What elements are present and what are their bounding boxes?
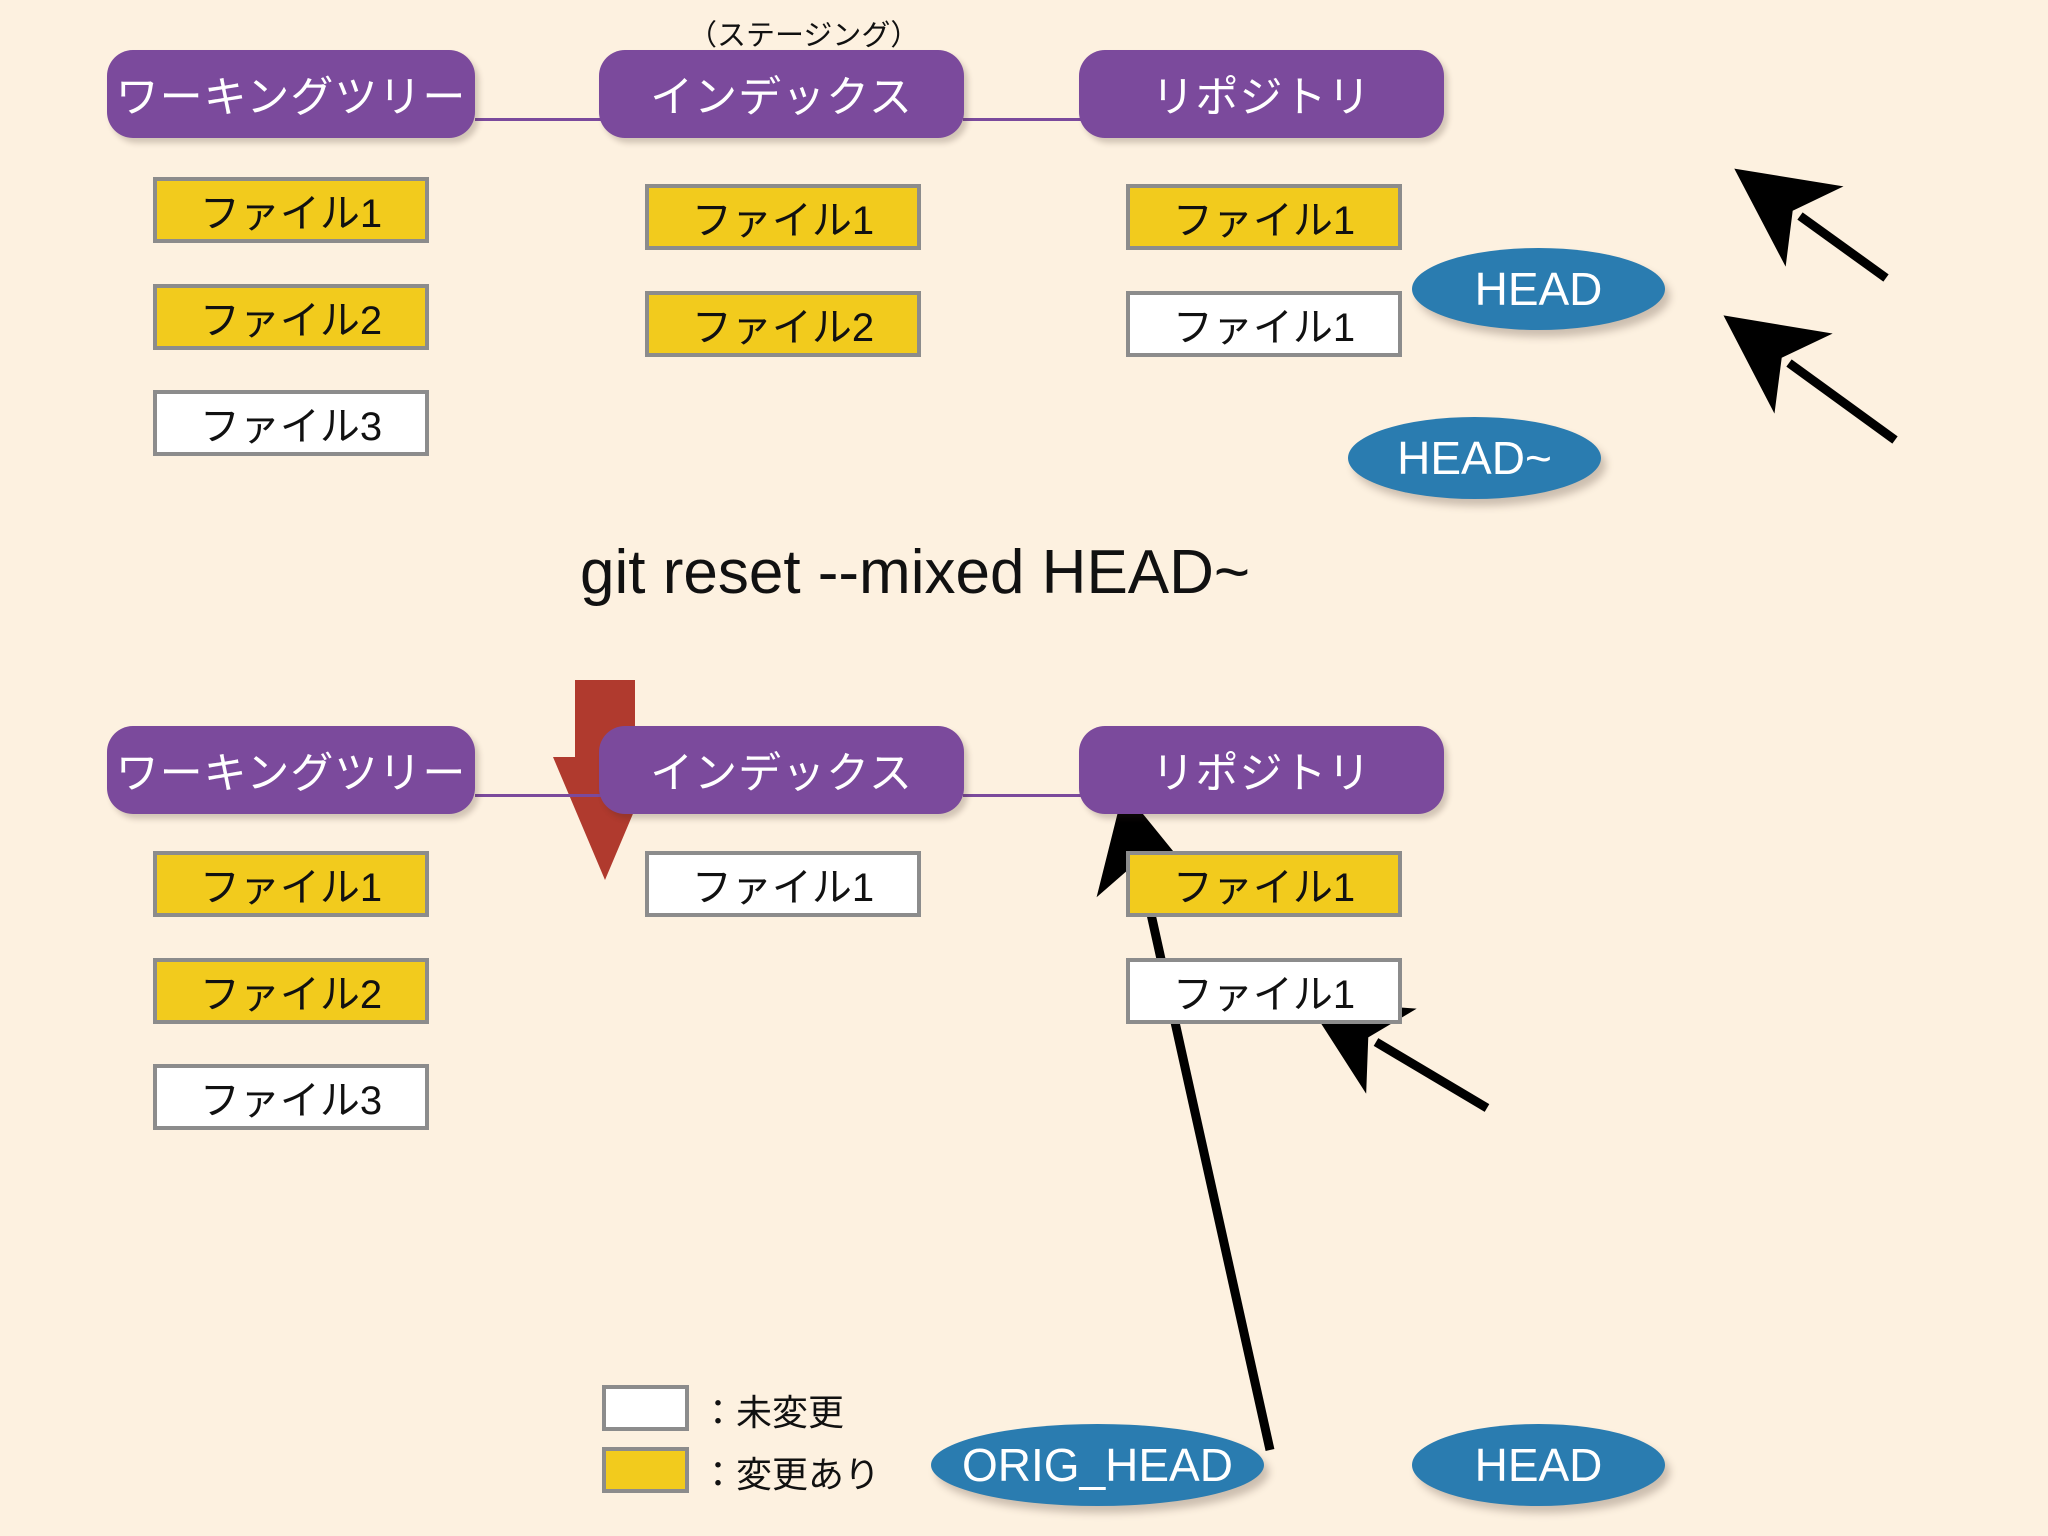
arrow-orighead-to-file1-after bbox=[1096, 789, 1275, 1451]
connector-worktree-index-before bbox=[475, 118, 605, 121]
file-box: ファイル1 bbox=[153, 177, 429, 243]
ref-badge-head-before: HEAD bbox=[1412, 248, 1665, 330]
file-box: ファイル1 bbox=[1126, 851, 1402, 917]
area-header-working-tree-before: ワーキングツリー bbox=[107, 50, 475, 138]
connector-index-repo-after bbox=[963, 794, 1082, 797]
area-header-working-tree-after: ワーキングツリー bbox=[107, 726, 475, 814]
legend-swatch-changed bbox=[602, 1447, 689, 1493]
ref-badge-head-after: HEAD bbox=[1412, 1424, 1665, 1506]
arrow-headtilde-to-file1-before bbox=[1723, 315, 1898, 444]
file-box: ファイル1 bbox=[153, 851, 429, 917]
file-box: ファイル3 bbox=[153, 1064, 429, 1130]
file-box: ファイル2 bbox=[153, 958, 429, 1024]
file-box: ファイル2 bbox=[153, 284, 429, 350]
file-box: ファイル1 bbox=[1126, 291, 1402, 357]
connector-worktree-index-after bbox=[475, 794, 605, 797]
area-header-index-after: インデックス bbox=[599, 726, 964, 814]
area-header-index-before: インデックス bbox=[599, 50, 964, 138]
ref-badge-head-tilde-before: HEAD~ bbox=[1348, 417, 1601, 499]
arrow-head-to-file1-before bbox=[1734, 168, 1889, 282]
area-header-repository-after: リポジトリ bbox=[1079, 726, 1444, 814]
file-box: ファイル2 bbox=[645, 291, 921, 357]
file-box: ファイル1 bbox=[1126, 184, 1402, 250]
arrow-head-to-file1-after-line bbox=[1306, 1000, 1490, 1112]
file-box: ファイル3 bbox=[153, 390, 429, 456]
staging-caption-before: （ステージング） bbox=[688, 20, 920, 52]
file-box: ファイル1 bbox=[1126, 958, 1402, 1024]
file-box: ファイル1 bbox=[645, 851, 921, 917]
legend-swatch-unchanged bbox=[602, 1385, 689, 1431]
legend-label-unchanged: ：未変更 bbox=[700, 1392, 845, 1433]
ref-badge-orig-head-after: ORIG_HEAD bbox=[931, 1424, 1264, 1506]
file-box: ファイル1 bbox=[645, 184, 921, 250]
connector-index-repo-before bbox=[963, 118, 1082, 121]
legend-label-changed: ：変更あり bbox=[700, 1454, 881, 1495]
area-header-repository-before: リポジトリ bbox=[1079, 50, 1444, 138]
command-label: git reset --mixed HEAD~ bbox=[580, 538, 1251, 607]
